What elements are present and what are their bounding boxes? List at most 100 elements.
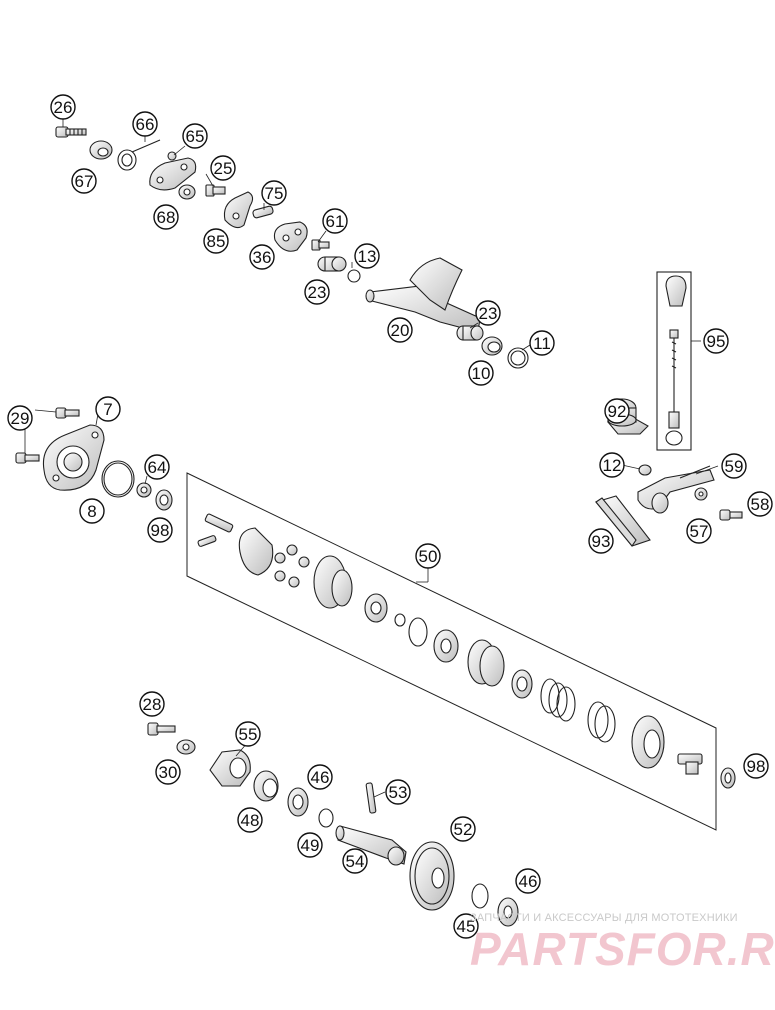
callout-circle: [703, 328, 729, 354]
bearing-46-left: [287, 787, 309, 817]
callout-number: 58: [751, 495, 770, 514]
plate-36: [273, 221, 308, 252]
callout-number: 92: [608, 402, 627, 421]
callout-c53: 53: [385, 779, 411, 805]
callout-number: 26: [54, 98, 73, 117]
nut-64: [136, 482, 152, 498]
callout-number: 23: [308, 283, 327, 302]
callout-number: 57: [690, 522, 709, 541]
callout-c64: 64: [144, 454, 170, 480]
rod-set-95: [656, 271, 692, 451]
callout-number: 50: [419, 547, 438, 566]
callout-c57: 57: [686, 518, 712, 544]
gear-52: [409, 841, 455, 911]
callout-number: 48: [241, 811, 260, 830]
kick-shaft-20: [365, 257, 481, 333]
callout-number: 46: [311, 768, 330, 787]
callout-circle: [261, 180, 287, 206]
callout-number: 52: [454, 820, 473, 839]
callout-c92: 92: [604, 398, 630, 424]
callout-c59: 59: [721, 453, 747, 479]
callout-circle: [721, 453, 747, 479]
callout-circle: [304, 279, 330, 305]
bushing-23-lower: [456, 325, 484, 341]
callout-c46b: 46: [515, 868, 541, 894]
washer-57: [694, 487, 708, 501]
bearing-98-right: [720, 767, 736, 789]
callout-number: 95: [707, 332, 726, 351]
callout-number: 67: [75, 172, 94, 191]
callout-c7: 7: [95, 396, 121, 422]
callout-circle: [144, 454, 170, 480]
callout-circle: [604, 398, 630, 424]
callout-number: 13: [358, 247, 377, 266]
callout-c58: 58: [747, 491, 773, 517]
callout-circle: [50, 94, 76, 120]
callout-number: 75: [265, 184, 284, 203]
callout-c29: 29: [7, 405, 33, 431]
callout-c95: 95: [703, 328, 729, 354]
callout-circle: [95, 396, 121, 422]
callout-c65: 65: [182, 123, 208, 149]
callout-c61: 61: [322, 208, 348, 234]
plate-65: [149, 151, 197, 191]
callout-number: 8: [87, 502, 96, 521]
callout-c54: 54: [342, 848, 368, 874]
bushing-67: [89, 140, 113, 160]
callout-number: 11: [533, 334, 551, 353]
callout-c52: 52: [450, 816, 476, 842]
callout-number: 98: [151, 521, 170, 540]
callout-c48: 48: [237, 807, 263, 833]
callout-circle: [307, 764, 333, 790]
callout-c67: 67: [71, 168, 97, 194]
bolt-29-upper: [55, 407, 80, 419]
watermark-logo: PARTSFOR.RU: [470, 923, 775, 975]
spring-66: [117, 139, 161, 171]
callout-circle: [7, 405, 33, 431]
callout-c66: 66: [132, 111, 158, 137]
callout-circle: [415, 543, 441, 569]
callout-circle: [354, 243, 380, 269]
spacer-48: [253, 770, 279, 802]
callout-circle: [147, 517, 173, 543]
shaft-59: [637, 465, 715, 514]
callout-number: 7: [103, 400, 112, 419]
kit-frame-50: [186, 472, 717, 831]
callout-circle: [588, 528, 614, 554]
callout-number: 61: [326, 212, 345, 231]
callout-c75: 75: [261, 180, 287, 206]
callout-c36: 36: [249, 244, 275, 270]
callout-c50: 50: [415, 543, 441, 569]
bearing-46-right: [497, 897, 519, 927]
kit-50-parts: [197, 513, 703, 775]
callout-circle: [182, 123, 208, 149]
guide-55: [209, 749, 251, 787]
callout-c10: 10: [468, 360, 494, 386]
ring-13: [347, 269, 361, 283]
callout-number: 53: [389, 783, 408, 802]
callout-number: 10: [472, 364, 491, 383]
callout-c68: 68: [153, 204, 179, 230]
callout-c98b: 98: [743, 753, 769, 779]
callout-circle: [686, 518, 712, 544]
callout-circle: [71, 168, 97, 194]
callout-c46a: 46: [307, 764, 333, 790]
watermark-subtitle: ЗАПЧАСТИ И АКСЕССУАРЫ ДЛЯ МОТОТЕХНИКИ: [470, 912, 738, 924]
callout-c23a: 23: [304, 279, 330, 305]
ring-10: [481, 336, 503, 356]
lever-plate-85: [223, 191, 254, 229]
callout-circle: [297, 832, 323, 858]
callout-circle: [153, 204, 179, 230]
callout-number: 59: [725, 457, 744, 476]
callout-c55: 55: [235, 721, 261, 747]
o-ring-8: [101, 460, 135, 498]
washer-12: [638, 464, 652, 476]
callout-c26a: 26: [50, 94, 76, 120]
callout-circle: [450, 816, 476, 842]
callout-number: 20: [391, 321, 410, 340]
bushing-23-upper: [317, 256, 347, 272]
callout-c45: 45: [453, 913, 479, 939]
callout-number: 66: [136, 115, 155, 134]
callout-c23b: 23: [475, 300, 501, 326]
